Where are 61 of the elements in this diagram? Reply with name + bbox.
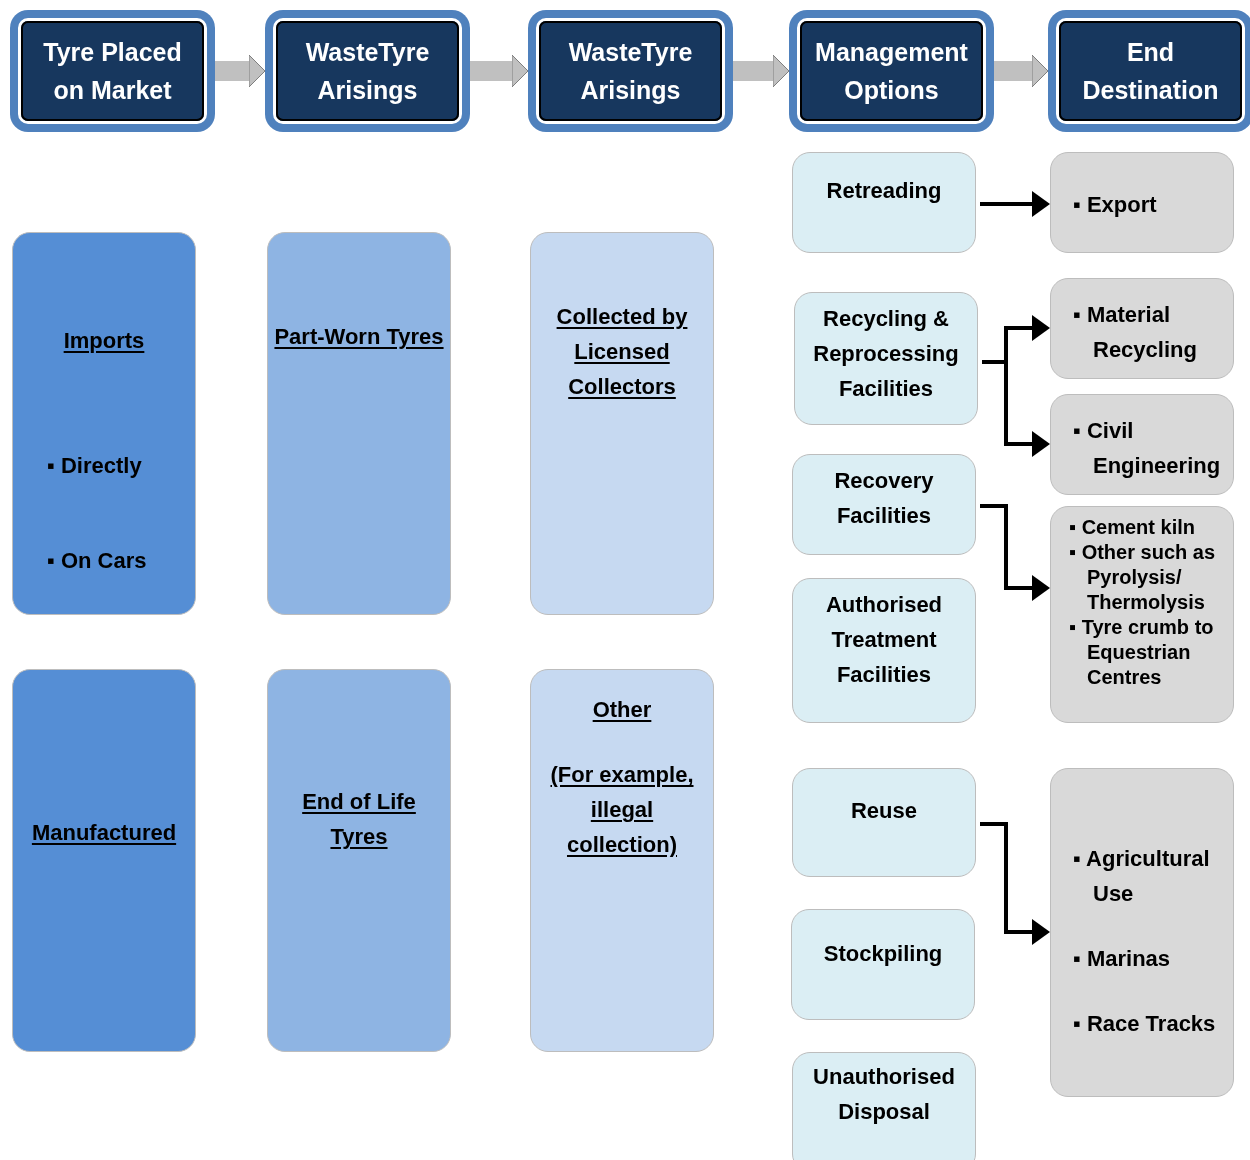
bullet-item: ▪ Export [1072, 191, 1158, 219]
stage-title: End Destination [1081, 37, 1220, 106]
option-box [791, 909, 975, 1020]
destination-box [1050, 394, 1234, 495]
category-note: (For example, illegal collection) [549, 761, 695, 859]
category-panel [530, 669, 714, 1052]
stage-header-box [789, 10, 994, 132]
bullet-item: ▪ On Cars [46, 547, 147, 575]
category-heading: Collected by Licensed Collectors [555, 303, 689, 401]
category-heading: Other [592, 696, 652, 724]
bullet-item: ▪ Tyre crumb to Equestrian Centres [1068, 615, 1215, 690]
block-arrow [994, 54, 1049, 88]
option-box [792, 454, 976, 555]
category-heading: Part-Worn Tyres [274, 323, 444, 351]
connector-arrow [982, 360, 1050, 457]
stage-header-box [10, 10, 215, 132]
option-box [794, 292, 978, 425]
destination-box [1050, 152, 1234, 253]
option-box [792, 768, 976, 877]
destination-box [1050, 768, 1234, 1097]
option-label: Stockpiling [823, 940, 943, 968]
bullet-item: ▪ Marinas [1072, 945, 1172, 973]
stage-title: Tyre Placed on Market [42, 37, 183, 106]
option-label: Recovery Facilities [833, 467, 935, 530]
bullet-item: ▪ Directly [46, 452, 143, 480]
category-heading: Manufactured [31, 819, 177, 847]
option-box [792, 578, 976, 723]
bullet-item: ▪ Civil Engineering [1072, 417, 1222, 480]
block-arrow [470, 54, 529, 88]
category-panel [267, 669, 451, 1052]
category-panel [267, 232, 451, 615]
connector-arrow [980, 822, 1050, 945]
stage-title: Management Options [814, 37, 969, 106]
stage-header-box [265, 10, 470, 132]
category-panel [12, 669, 196, 1052]
category-panel [12, 232, 196, 615]
connector-arrow [980, 191, 1050, 217]
option-box [792, 1052, 976, 1160]
stage-header-box [1048, 10, 1250, 132]
bullet-item: ▪ Other such as Pyrolysis/ Thermolysis [1068, 540, 1217, 615]
stage-title: WasteTyre Arisings [567, 37, 694, 106]
option-box [792, 152, 976, 253]
bullet-item: ▪ Agricultural Use [1072, 845, 1211, 908]
bullet-item: ▪ Cement kiln [1068, 515, 1196, 540]
bullet-item: ▪ Race Tracks [1072, 1010, 1217, 1038]
category-heading: End of Life Tyres [301, 788, 417, 851]
option-label: Reuse [850, 797, 917, 825]
stage-title: WasteTyre Arisings [304, 37, 431, 106]
category-heading: Imports [63, 327, 145, 355]
bullet-item: ▪ Material Recycling [1072, 301, 1198, 364]
destination-box [1050, 278, 1234, 379]
option-label: Recycling & Reprocessing Facilities [812, 305, 960, 403]
option-label: Authorised Treatment Facilities [824, 591, 944, 689]
block-arrow [215, 54, 266, 88]
connector-arrow [980, 504, 1050, 601]
stage-header-box [528, 10, 733, 132]
destination-box [1050, 506, 1234, 723]
option-label: Unauthorised Disposal [812, 1063, 956, 1126]
block-arrow [733, 54, 790, 88]
option-label: Retreading [826, 177, 942, 205]
category-panel [530, 232, 714, 615]
